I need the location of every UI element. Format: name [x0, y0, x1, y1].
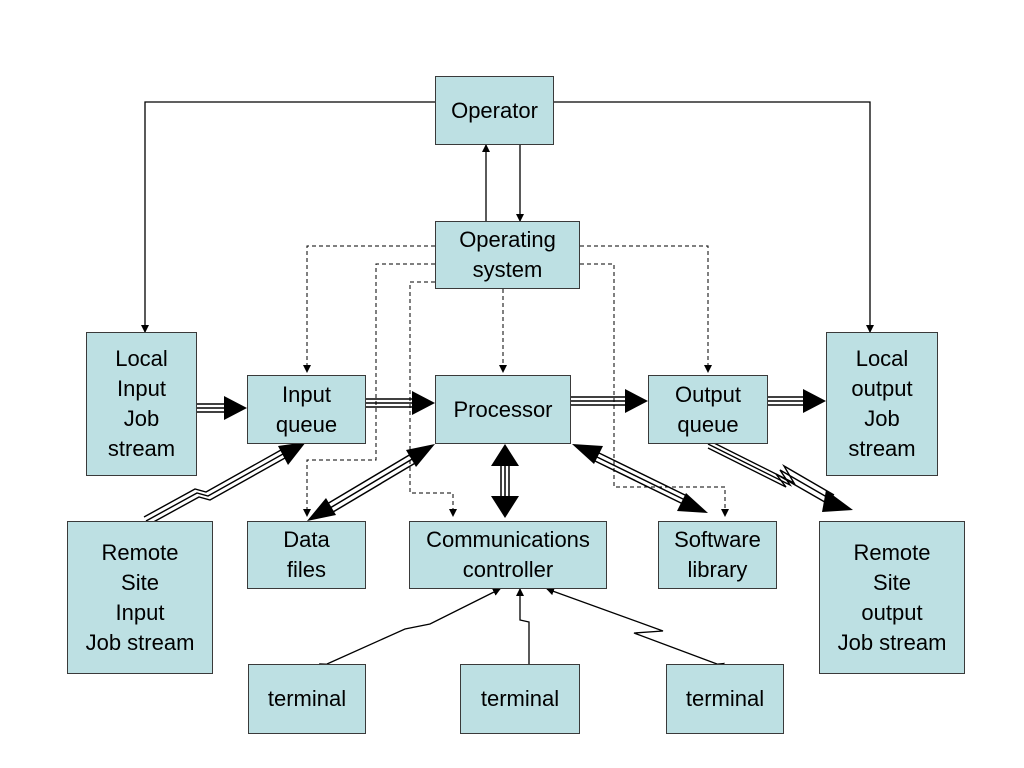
- software-library-box: Software library: [658, 521, 777, 589]
- os-software-library-dashed-connector: [580, 263, 729, 517]
- os-data-files-dashed-connector: [303, 263, 435, 517]
- terminal-left-box: terminal: [248, 664, 366, 734]
- input-queue-label: Input queue: [275, 381, 338, 437]
- local-output-job-stream-box: Local output Job stream: [826, 332, 938, 476]
- communications-controller-label: Communications controller: [426, 527, 590, 582]
- input-queue-box: Input queue: [247, 375, 366, 444]
- local-input-job-stream-box: Local Input Job stream: [86, 332, 197, 476]
- output-queue-to-local-output-flow: [768, 389, 826, 413]
- data-files-box: Data files: [247, 521, 366, 589]
- operator-box: Operator: [435, 76, 554, 145]
- operator-local-input-connector: [141, 101, 435, 333]
- processor-to-output-queue-flow: [571, 389, 648, 413]
- local-output-job-stream-label: Local output Job stream: [848, 346, 916, 461]
- operator-local-output-connector: [554, 101, 874, 333]
- processor-comm-controller-flow: [491, 444, 519, 518]
- processor-label: Processor: [453, 396, 553, 422]
- output-queue-box: Output queue: [648, 375, 768, 444]
- remote-site-input-job-stream-box: Remote Site Input Job stream: [67, 521, 213, 674]
- terminal-right-comm-controller-connector: [546, 587, 725, 671]
- remote-site-output-job-stream-label: Remote Site output Job stream: [837, 539, 947, 655]
- os-comm-controller-dashed-connector: [409, 281, 457, 517]
- operator-label: Operator: [451, 97, 538, 123]
- remote-site-input-job-stream-label: Remote Site Input Job stream: [85, 539, 195, 655]
- input-queue-to-processor-flow: [366, 391, 435, 415]
- local-input-job-stream-label: Local Input Job stream: [107, 346, 176, 461]
- output-queue-to-remote-output-flow: [707, 439, 853, 512]
- remote-input-to-input-queue-flow: [143, 442, 306, 526]
- os-input-queue-dashed-connector: [303, 245, 435, 373]
- terminal-left-label: terminal: [267, 686, 347, 711]
- communications-controller-box: Communications controller: [409, 521, 607, 589]
- processor-box: Processor: [435, 375, 571, 444]
- operating-system-box: Operating system: [435, 221, 580, 289]
- terminal-right-label: terminal: [685, 686, 765, 711]
- os-output-queue-dashed-connector: [580, 245, 712, 373]
- software-library-label: Software library: [674, 527, 761, 582]
- processor-software-library-flow: [572, 444, 708, 513]
- data-files-label: Data files: [283, 527, 330, 582]
- terminal-center-box: terminal: [460, 664, 580, 734]
- terminal-center-label: terminal: [480, 686, 560, 711]
- remote-site-output-job-stream-box: Remote Site output Job stream: [819, 521, 965, 674]
- terminal-left-comm-controller-connector: [318, 588, 501, 671]
- terminal-center-comm-controller-connector: [516, 588, 533, 671]
- operating-system-label: Operating system: [459, 227, 556, 282]
- terminal-right-box: terminal: [666, 664, 784, 734]
- local-input-to-input-queue-flow: [197, 396, 247, 420]
- processor-data-files-flow: [307, 444, 435, 521]
- output-queue-label: Output queue: [674, 381, 742, 437]
